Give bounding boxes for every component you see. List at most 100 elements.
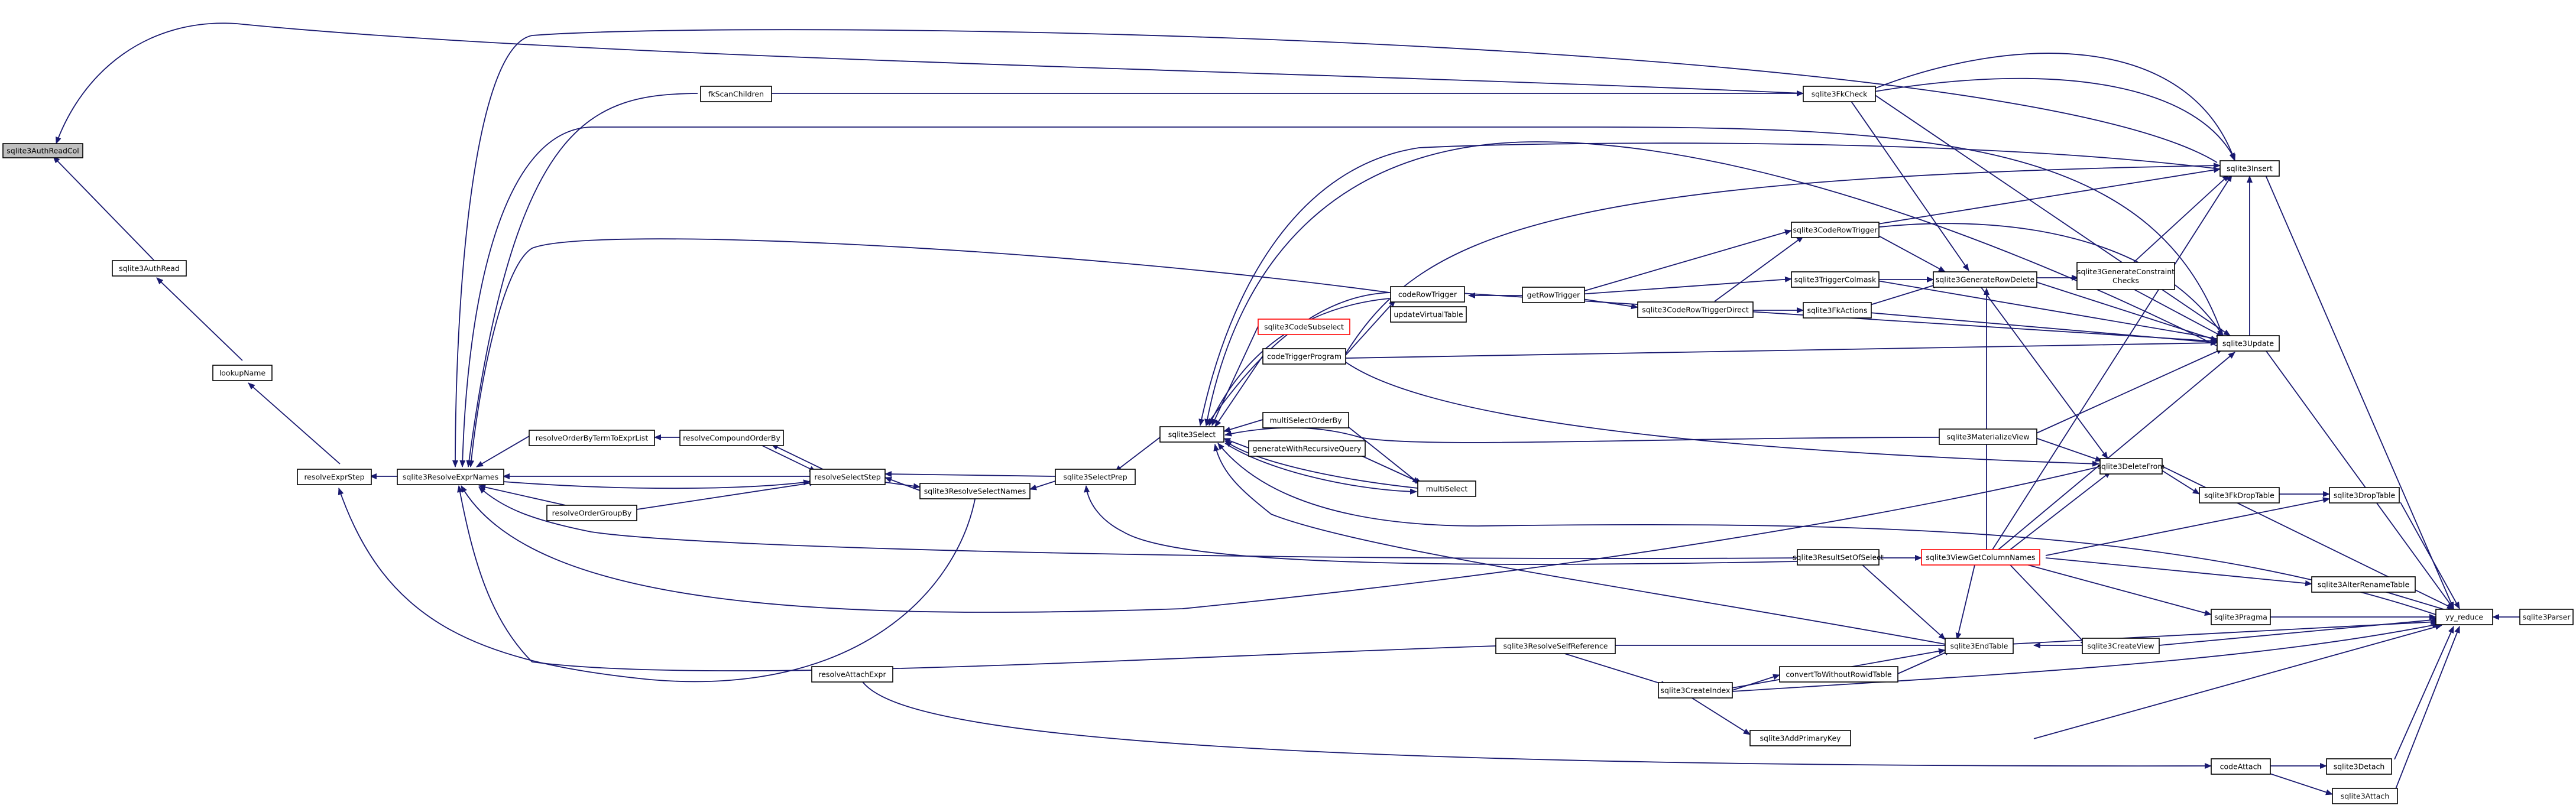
node-box xyxy=(1262,348,1346,365)
node-select[interactable]: sqlite3Select xyxy=(1159,426,1224,443)
node-box xyxy=(679,430,784,446)
node-endtable[interactable]: sqlite3EndTable xyxy=(1945,638,2014,654)
node-resolveorderbyterm[interactable]: resolveOrderByTermToExprList xyxy=(529,430,655,446)
node-fkdroptable[interactable]: sqlite3FkDropTable xyxy=(2199,487,2280,504)
node-resolveattachexpr[interactable]: resolveAttachExpr xyxy=(811,666,893,683)
node-fkactions[interactable]: sqlite3FkActions xyxy=(1803,302,1872,319)
edge-alterRenameTable-yyReduce xyxy=(2382,590,2454,613)
node-createindex[interactable]: sqlite3CreateIndex xyxy=(1658,682,1733,699)
node-label: codeTriggerProgram xyxy=(1267,352,1342,361)
node-resolvecompound[interactable]: resolveCompoundOrderBy xyxy=(679,430,784,446)
node-fkcheck[interactable]: sqlite3FkCheck xyxy=(1803,86,1876,102)
node-resolveordergroupby[interactable]: resolveOrderGroupBy xyxy=(546,505,637,521)
node-label: multiSelectOrderBy xyxy=(1269,416,1342,425)
node-deletefrom[interactable]: sqlite3DeleteFrom xyxy=(2098,458,2165,475)
edge-resolveExprStep-lookupName xyxy=(248,382,341,465)
edge-codeRowTrigger-select xyxy=(1208,298,1390,426)
edge-getRowTrigger-triggerColmask xyxy=(1578,276,1792,295)
node-resolveexprstep[interactable]: resolveExprStep xyxy=(297,469,372,485)
node-attach[interactable]: sqlite3Attach xyxy=(2332,788,2398,804)
node-getrowtrigger[interactable]: getRowTrigger xyxy=(1522,287,1585,303)
node-parser[interactable]: sqlite3Parser xyxy=(2519,609,2574,625)
node-box xyxy=(1637,301,1754,318)
node-resolveselectstep[interactable]: resolveSelectStep xyxy=(809,469,886,485)
edge-resultSetOfSelect-endTable xyxy=(1862,564,1946,640)
node-authreadcol[interactable]: sqlite3AuthReadCol xyxy=(2,143,83,158)
node-box xyxy=(397,469,504,485)
edge-viewGetColumnNames-deleteFrom xyxy=(2010,471,2111,550)
node-box xyxy=(1390,286,1465,303)
node-coderowtrigger[interactable]: codeRowTrigger xyxy=(1390,286,1465,303)
edge-resolveSelectStep-resolveSelectNames xyxy=(884,482,921,489)
edge-fkCheck-insert xyxy=(1874,53,2235,161)
node-label: sqlite3Pragma xyxy=(2214,613,2267,622)
node-resultsetofselect[interactable]: sqlite3ResultSetOfSelect xyxy=(1793,549,1884,566)
edge-multiSelectOrderBy-multiSelect xyxy=(1347,426,1420,484)
node-codetriggerprogram[interactable]: codeTriggerProgram xyxy=(1262,348,1346,365)
node-selectprep[interactable]: sqlite3SelectPrep xyxy=(1055,469,1136,485)
node-droptable[interactable]: sqlite3DropTable xyxy=(2329,487,2400,504)
edge-resolveSelectStep-resolveCompound xyxy=(771,444,828,472)
node-multiselectorderby[interactable]: multiSelectOrderBy xyxy=(1262,412,1349,428)
node-generatewithrecursive[interactable]: generateWithRecursiveQuery xyxy=(1248,440,1366,457)
edge-viewGetColumnNames-update xyxy=(1998,352,2235,550)
node-label: updateVirtualTable xyxy=(1394,310,1463,319)
node-resolveexprnames[interactable]: sqlite3ResolveExprNames xyxy=(397,469,504,485)
node-pragma[interactable]: sqlite3Pragma xyxy=(2211,609,2271,625)
node-codeattach[interactable]: codeAttach xyxy=(2211,758,2271,775)
node-box xyxy=(919,483,1031,499)
node-resolveselfreference[interactable]: sqlite3ResolveSelfReference xyxy=(1495,638,1616,654)
edge-update-select xyxy=(1204,141,2221,426)
node-lookupname[interactable]: lookupName xyxy=(212,365,273,381)
node-box xyxy=(1749,730,1851,746)
node-label: sqlite3DeleteFrom xyxy=(2098,462,2165,471)
node-label: codeAttach xyxy=(2220,762,2262,771)
node-box xyxy=(1779,666,1898,683)
edge-resultSetOfSelect-resolveExprNames xyxy=(478,486,1804,559)
node-viewgetcolumnnames[interactable]: sqlite3ViewGetColumnNames xyxy=(1921,549,2040,566)
edge-codeSubselect-select xyxy=(1211,326,1259,426)
node-addprimarykey[interactable]: sqlite3AddPrimaryKey xyxy=(1749,730,1851,746)
node-yyreduce[interactable]: yy_reduce xyxy=(2435,609,2493,625)
node-fkscanchildren[interactable]: fkScanChildren xyxy=(700,86,772,102)
node-label: convertToWithoutRowidTable xyxy=(1786,670,1892,679)
edge-resolveOrderByTerm-resolveExprNames xyxy=(476,436,530,467)
node-label: generateWithRecursiveQuery xyxy=(1253,444,1362,453)
edge-codeRowTrigger3-insert xyxy=(1874,167,2221,225)
edge-createIndex-addPrimaryKey xyxy=(1690,697,1751,735)
node-authread[interactable]: sqlite3AuthRead xyxy=(112,260,187,277)
node-alterrenametable[interactable]: sqlite3AlterRenameTable xyxy=(2311,576,2416,593)
node-box xyxy=(2082,638,2160,654)
node-label: getRowTrigger xyxy=(1527,291,1580,300)
edge-lookupName-authRead xyxy=(156,277,243,361)
node-converttowithoutrowid[interactable]: convertToWithoutRowidTable xyxy=(1779,666,1898,683)
node-codesubselect[interactable]: sqlite3CodeSubselect xyxy=(1258,319,1350,335)
edge-resolveOrderGroupBy-resolveExprNames xyxy=(478,484,574,508)
node-generaterowdelete[interactable]: sqlite3GenerateRowDelete xyxy=(1933,271,2037,288)
node-label: Checks xyxy=(2112,276,2139,285)
edge-generateRowDelete-update xyxy=(2033,281,2218,342)
node-triggercolmask[interactable]: sqlite3TriggerColmask xyxy=(1791,271,1880,288)
edge-dropTable-yyReduce xyxy=(2400,502,2460,609)
node-materializeview[interactable]: sqlite3MaterializeView xyxy=(1939,428,2037,445)
edge-resolveAttachExpr-codeAttach xyxy=(857,673,2212,769)
node-box xyxy=(2332,788,2398,804)
node-updatevirtualtable[interactable]: updateVirtualTable xyxy=(1390,306,1467,323)
node-coderowtrigger3[interactable]: sqlite3CodeRowTrigger xyxy=(1791,222,1880,238)
node-insert[interactable]: sqlite3Insert xyxy=(2219,160,2280,177)
node-label: sqlite3FkDropTable xyxy=(2204,491,2274,500)
edge-viewGetColumnNames-alterRenameTable xyxy=(2045,557,2312,586)
node-createview[interactable]: sqlite3CreateView xyxy=(2082,638,2160,654)
node-box xyxy=(112,260,187,277)
node-resolveselectnames[interactable]: sqlite3ResolveSelectNames xyxy=(919,483,1031,499)
edge-createIndex-resolveSelfReference xyxy=(1560,652,1668,687)
node-multiselect[interactable]: multiSelect xyxy=(1417,480,1476,497)
node-update[interactable]: sqlite3Update xyxy=(2217,335,2280,352)
node-coderowtriggerdirect[interactable]: sqlite3CodeRowTriggerDirect xyxy=(1637,301,1754,318)
node-detach[interactable]: sqlite3Detach xyxy=(2326,758,2392,775)
node-label: resolveAttachExpr xyxy=(818,670,886,679)
edge-resolveOrderGroupBy-resolveSelectStep xyxy=(636,480,816,510)
edge-select-multiSelect xyxy=(1224,443,1417,495)
